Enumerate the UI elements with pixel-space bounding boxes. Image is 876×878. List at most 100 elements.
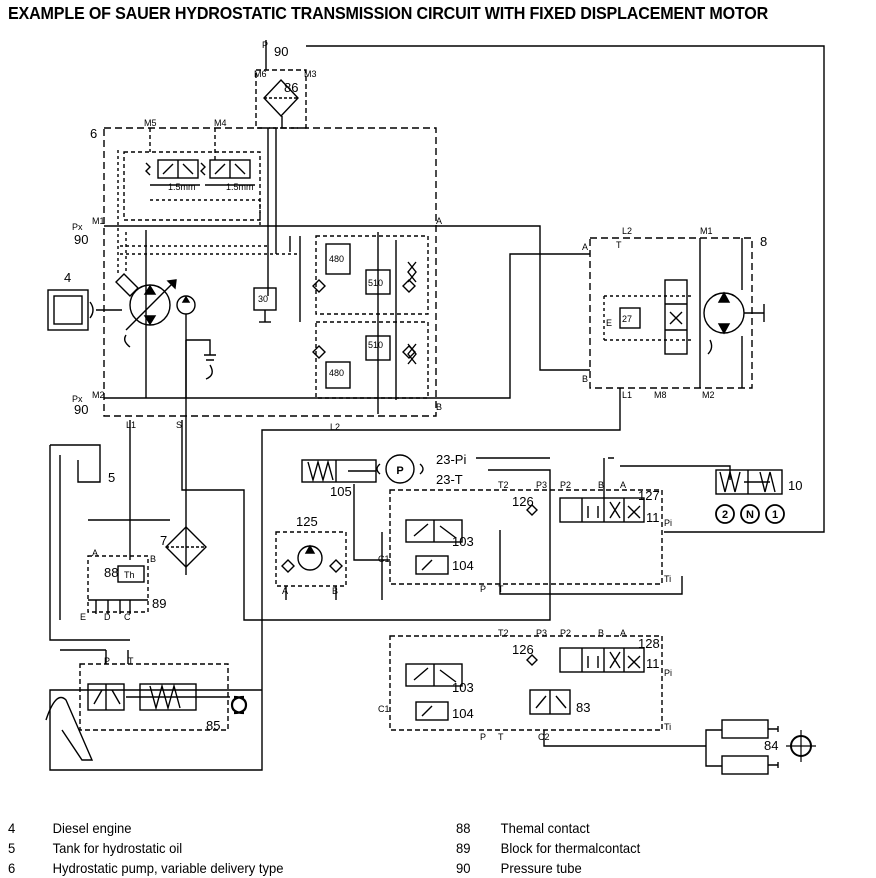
block-c-89: C (124, 612, 131, 622)
solenoid-valve-left (145, 159, 200, 186)
legend-text: Diesel engine (52, 820, 132, 836)
port-c1-128: C1 (378, 704, 390, 714)
label-126-a: 126 (512, 494, 534, 509)
port-p-90: P (262, 40, 268, 50)
cooler-block-86 (255, 69, 307, 129)
diagram-title: EXAMPLE OF SAUER HYDROSTATIC TRANSMISSIO… (8, 3, 769, 23)
label-27: 27 (622, 314, 632, 324)
label-11-b: 11 (646, 656, 660, 671)
port-t2-127: T2 (498, 480, 509, 490)
port-l2-motor: L2 (622, 226, 632, 236)
label-5: 5 (108, 470, 115, 485)
port-c2-128: C2 (538, 732, 550, 742)
port-c1-127: C1 (378, 554, 390, 564)
gear-neutral-indicator (740, 504, 760, 524)
port-a-motor: A (582, 242, 588, 252)
port-l1: L1 (126, 420, 136, 430)
label-480-upper: 480 (329, 254, 344, 264)
thermal-contact-88 (117, 565, 145, 583)
control-valve-block (123, 151, 261, 221)
port-t-127: T (498, 584, 504, 594)
relief-block-lower (315, 321, 429, 399)
label-128: 128 (638, 636, 660, 651)
label-105: 105 (330, 484, 352, 499)
pedal-p: P (104, 656, 110, 666)
port-m8: M8 (654, 390, 667, 400)
port-px-top: Px (72, 222, 83, 232)
pressure-line-B (104, 253, 590, 399)
gear-2-indicator (715, 504, 735, 524)
pump-block-125 (275, 531, 347, 587)
port-m5: M5 (144, 118, 157, 128)
block-a-89: A (92, 548, 98, 558)
legend-text: Tank for hydrostatic oil (52, 840, 183, 856)
orifice-label-right: 1.5mm (226, 182, 254, 192)
park-brake-label: P (396, 465, 403, 477)
label-86: 86 (284, 80, 298, 95)
port-ti-128: Ti (664, 722, 671, 732)
label-510-lower: 510 (368, 340, 383, 350)
label-89: 89 (152, 596, 166, 611)
label-103-b: 103 (452, 680, 474, 695)
pump-block-6 (103, 127, 437, 417)
gear-1-label: 1 (772, 509, 778, 521)
port-t-128: T (498, 732, 504, 742)
legend-text: Hydrostatic pump, variable delivery type (52, 860, 284, 876)
park-brake-symbol (385, 454, 415, 484)
port-a-pump: A (436, 216, 442, 226)
port-ti-127: Ti (664, 574, 671, 584)
port-e-motor: E (606, 318, 612, 328)
label-90-bottom: 90 (74, 402, 88, 417)
valve-group-128 (389, 635, 663, 731)
label-90-top: 90 (274, 44, 288, 59)
legend-text: Pressure tube (500, 860, 582, 876)
hydraulic-circuit-diagram: 6 4 5 7 8 10 85 86 88 89 90 90 90 105 12… (45, 40, 825, 775)
gear-1-indicator (765, 504, 785, 524)
label-84: 84 (764, 738, 778, 753)
legend-text: Block for thermalcontact (500, 840, 641, 856)
port-p-127: P (480, 584, 486, 594)
label-88: 88 (104, 565, 118, 580)
pedal-symbol (45, 696, 94, 761)
diesel-engine-4 (47, 289, 89, 331)
label-6: 6 (90, 126, 97, 141)
orifice-label-left: 1.5mm (168, 182, 196, 192)
pedal-t: T (128, 656, 134, 666)
gear-2-label: 2 (722, 509, 728, 521)
label-126-b: 126 (512, 642, 534, 657)
legend-number: 89 (456, 840, 471, 856)
port-t-motor: T (616, 240, 622, 250)
label-83: 83 (576, 700, 590, 715)
port-m2: M2 (92, 390, 105, 400)
port-b-125: B (332, 586, 338, 596)
port-l2: L2 (330, 422, 340, 432)
cylinder-10 (715, 469, 783, 495)
label-85: 85 (206, 718, 220, 733)
label-104-a: 104 (452, 558, 474, 573)
brake-cylinder-84-lower (721, 755, 769, 775)
legend-number: 5 (8, 840, 16, 856)
cooler-86-symbol (263, 78, 299, 118)
port-m4: M4 (214, 118, 227, 128)
legend-number: 4 (8, 820, 16, 836)
port-p3-127: P3 (536, 480, 547, 490)
brake-cylinder-84-upper (721, 719, 769, 739)
port-m1-motor: M1 (700, 226, 713, 236)
label-7: 7 (160, 533, 167, 548)
gear-n-label: N (746, 509, 754, 521)
block-e-89: E (80, 612, 86, 622)
port-pi-127: Pi (664, 518, 672, 528)
thermal-block-89 (87, 555, 149, 613)
port-m1: M1 (92, 216, 105, 226)
port-m2-motor: M2 (702, 390, 715, 400)
pressure-line-A (104, 225, 590, 371)
port-pi-128: Pi (664, 668, 672, 678)
label-10: 10 (788, 478, 802, 493)
valve-group-127 (389, 489, 663, 585)
port-p-128: P (480, 732, 486, 742)
legend-number: 6 (8, 860, 16, 876)
legend-text: Themal contact (500, 820, 590, 836)
port-a-128: A (620, 628, 626, 638)
label-103-a: 103 (452, 534, 474, 549)
label-23-pi: 23-Pi (436, 452, 466, 467)
